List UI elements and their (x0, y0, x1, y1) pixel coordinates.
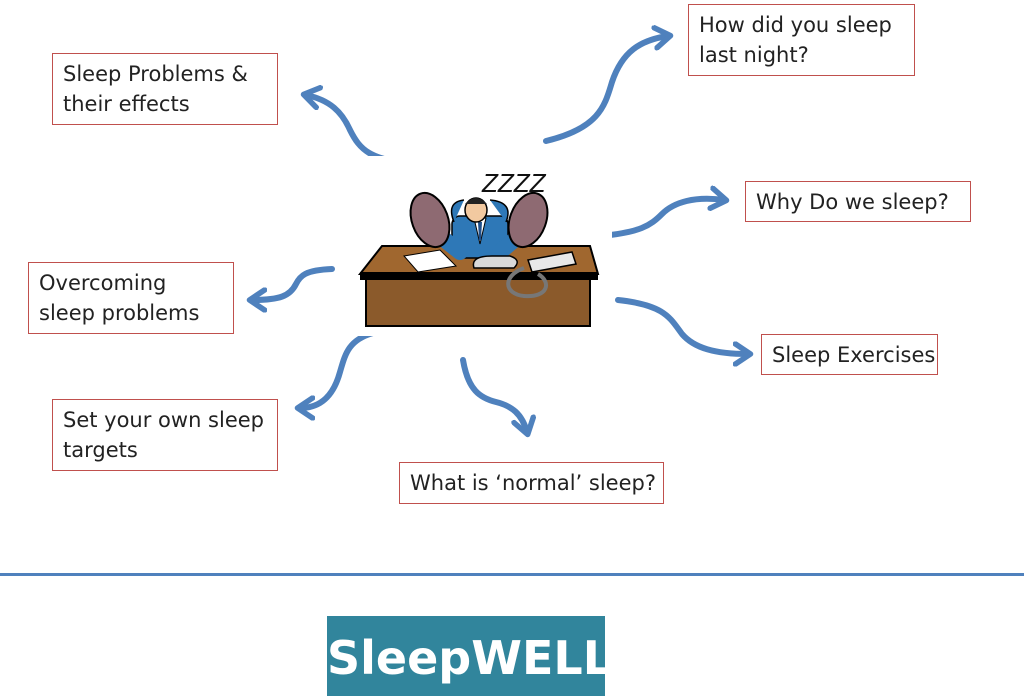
arrow-to-sleep-exercises (615, 297, 748, 354)
node-text: last night? (699, 43, 809, 67)
node-text: How did you sleep (699, 13, 892, 37)
footer-divider (0, 573, 1024, 576)
arrow-to-overcoming (252, 266, 335, 300)
node-normal-sleep: What is ‘normal’ sleep? (399, 462, 664, 504)
arrow-to-sleep-problems (306, 95, 417, 167)
arrow-to-how-did-you-sleep (543, 36, 668, 144)
arrow-to-why-do-we-sleep (599, 199, 724, 239)
node-text: Set your own sleep (63, 408, 265, 432)
snore-text: ZZZZ (481, 168, 547, 198)
node-set-sleep-targets: Set your own sleep targets (52, 399, 278, 471)
node-sleep-problems: Sleep Problems & their effects (52, 53, 278, 125)
node-text: What is ‘normal’ sleep? (410, 471, 657, 495)
man-sleeping-at-desk-illustration: ZZZZ (352, 156, 612, 336)
node-text: Sleep Problems & (63, 62, 248, 86)
node-text: their effects (63, 92, 190, 116)
node-text: Why Do we sleep? (756, 190, 949, 214)
node-how-did-you-sleep: How did you sleep last night? (688, 4, 915, 76)
node-text: Overcoming (39, 271, 167, 295)
node-text: targets (63, 438, 138, 462)
node-text: sleep problems (39, 301, 200, 325)
node-why-do-we-sleep: Why Do we sleep? (745, 181, 971, 222)
node-sleep-exercises: Sleep Exercises (761, 334, 938, 375)
brand-logo: SleepWELL (327, 616, 612, 696)
arrow-to-set-targets (300, 330, 376, 408)
node-text: Sleep Exercises (772, 343, 936, 367)
arrow-to-normal-sleep (460, 357, 527, 432)
node-overcoming-sleep-problems: Overcoming sleep problems (28, 262, 234, 334)
